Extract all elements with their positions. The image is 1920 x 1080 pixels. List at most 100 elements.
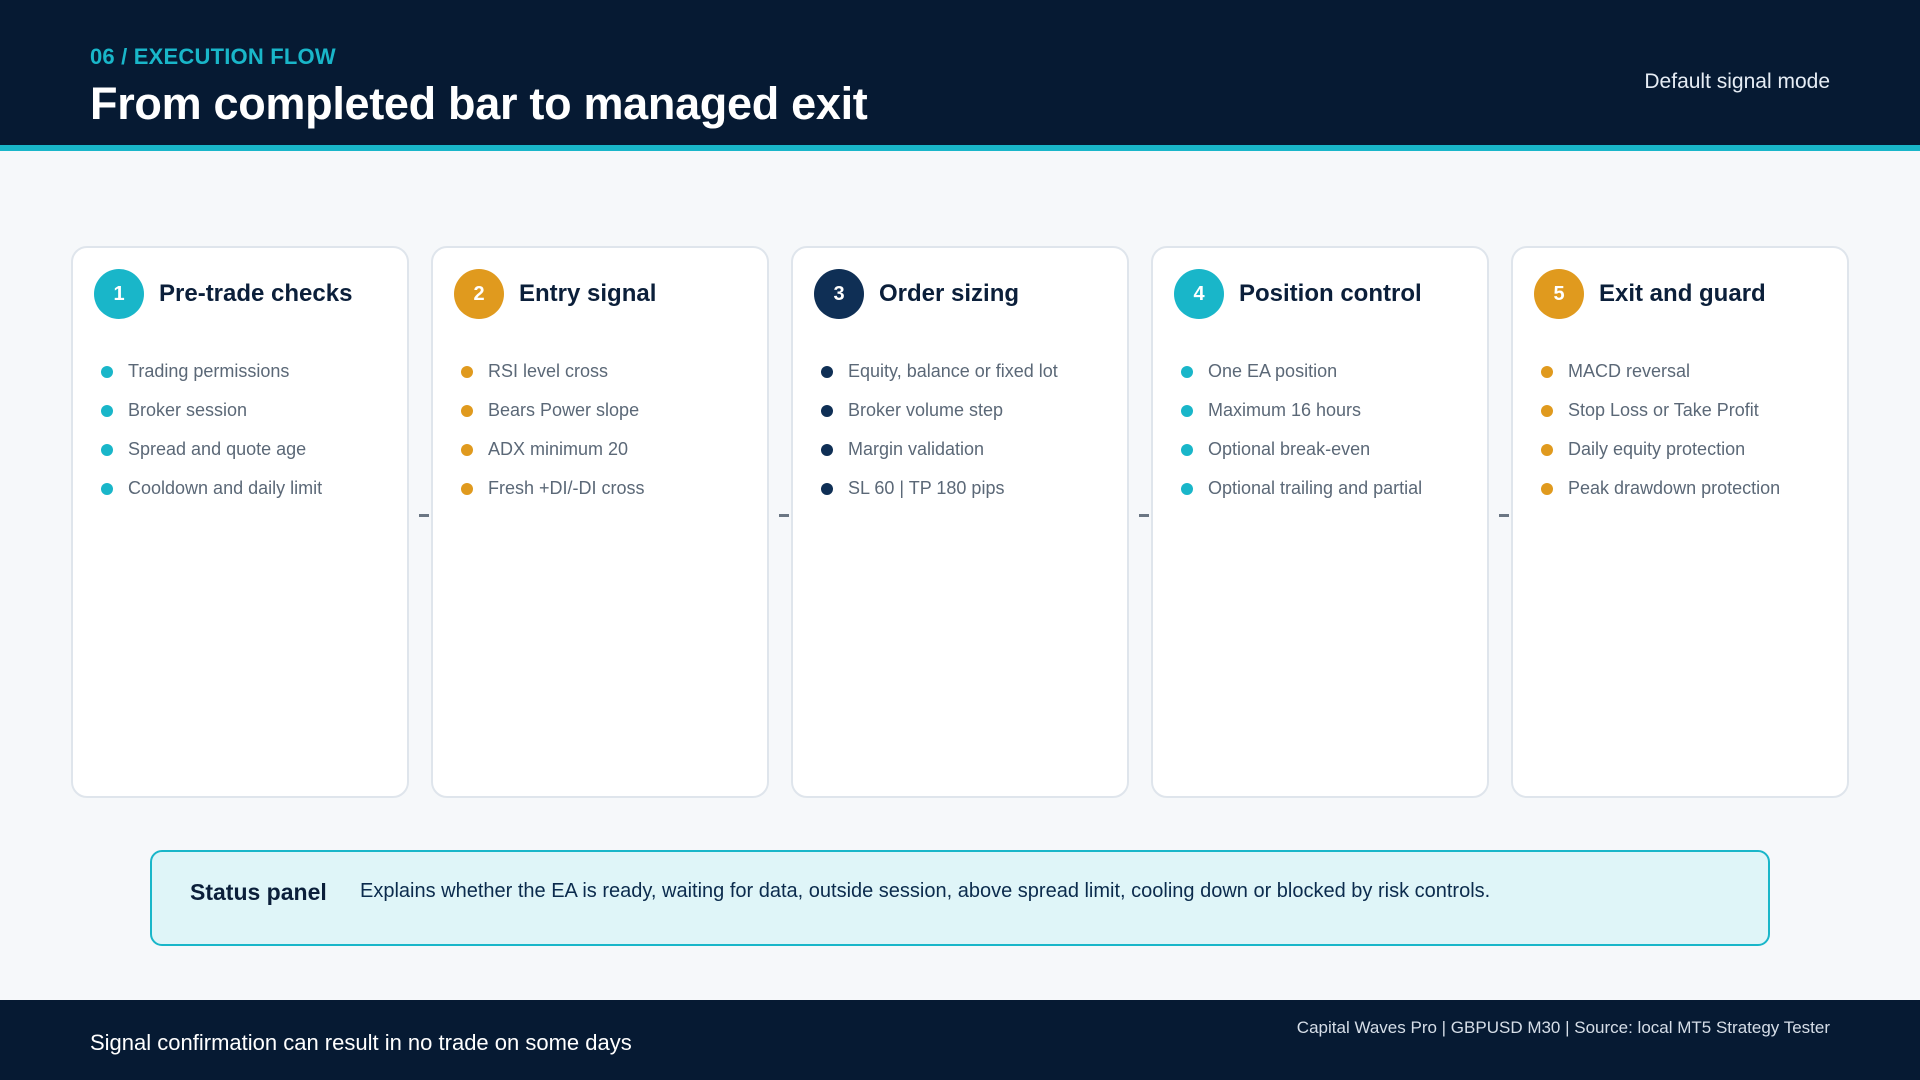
list-item: Fresh +DI/-DI cross [461,469,645,508]
list-item-label: Equity, balance or fixed lot [848,361,1058,381]
bullet-dot-icon [821,443,833,456]
step-card-header: 2 Entry signal [454,269,656,319]
bullet-dot-icon [1541,404,1553,417]
signal-mode-label: Default signal mode [1644,70,1830,93]
section-label: 06 / EXECUTION FLOW [90,44,336,69]
list-item: ADX minimum 20 [461,430,645,469]
flow-connector [1499,514,1509,517]
bullet-dot-icon [101,404,113,417]
bullet-dot-icon [1181,443,1193,456]
status-panel: Status panel Explains whether the EA is … [150,850,1770,946]
bullet-dot-icon [101,443,113,456]
bullet-dot-icon [1541,443,1553,456]
list-item-label: ADX minimum 20 [488,439,629,459]
step-card-header: 1 Pre-trade checks [94,269,352,319]
step-number-badge: 5 [1534,269,1584,319]
list-item: Stop Loss or Take Profit [1541,391,1780,430]
list-item-label: Trading permissions [128,361,290,381]
step-number-badge: 3 [814,269,864,319]
list-item: Broker session [101,391,322,430]
step-card-pre-trade-checks: 1 Pre-trade checks Trading permissions B… [71,246,409,798]
list-item: Spread and quote age [101,430,322,469]
list-item: Equity, balance or fixed lot [821,352,1058,391]
list-item-label: SL 60 | TP 180 pips [848,478,1005,498]
list-item: Daily equity protection [1541,430,1780,469]
bullet-dot-icon [461,365,473,378]
footer-bar: Signal confirmation can result in no tra… [0,1000,1920,1080]
list-item-label: Bears Power slope [488,400,640,420]
status-panel-title: Status panel [190,879,327,905]
step-card-header: 5 Exit and guard [1534,269,1766,319]
list-item: Bears Power slope [461,391,645,430]
step-card-position-control: 4 Position control One EA position Maxim… [1151,246,1489,798]
page-title: From completed bar to managed exit [90,78,868,129]
bullet-dot-icon [821,365,833,378]
list-item: MACD reversal [1541,352,1780,391]
list-item: Broker volume step [821,391,1058,430]
step-title: Position control [1239,280,1422,307]
step-title: Order sizing [879,280,1020,307]
step-title: Pre-trade checks [159,280,353,307]
step-card-order-sizing: 3 Order sizing Equity, balance or fixed … [791,246,1129,798]
list-item-label: Optional break-even [1208,439,1371,459]
list-item-label: Daily equity protection [1568,439,1746,459]
list-item-label: Optional trailing and partial [1208,478,1423,498]
bullet-dot-icon [1541,365,1553,378]
flow-connector [1139,514,1149,517]
header-bar: 06 / EXECUTION FLOW From completed bar t… [0,0,1920,145]
flow-connector [779,514,789,517]
flow-connector [419,514,429,517]
bullet-dot-icon [461,404,473,417]
step-item-list: MACD reversal Stop Loss or Take Profit D… [1541,352,1780,508]
list-item-label: Margin validation [848,439,985,459]
step-title: Entry signal [519,280,657,307]
footer-note: Signal confirmation can result in no tra… [90,1030,632,1055]
bullet-dot-icon [1181,482,1193,495]
list-item: Peak drawdown protection [1541,469,1780,508]
list-item-label: Broker volume step [848,400,1004,420]
list-item: RSI level cross [461,352,645,391]
list-item-label: RSI level cross [488,361,609,381]
step-title: Exit and guard [1599,280,1766,307]
bullet-dot-icon [101,365,113,378]
step-item-list: RSI level cross Bears Power slope ADX mi… [461,352,645,508]
bullet-dot-icon [821,404,833,417]
list-item-label: Maximum 16 hours [1208,400,1362,420]
list-item: Margin validation [821,430,1058,469]
step-item-list: One EA position Maximum 16 hours Optiona… [1181,352,1422,508]
step-item-list: Trading permissions Broker session Sprea… [101,352,322,508]
list-item-label: Peak drawdown protection [1568,478,1781,498]
list-item-label: Broker session [128,400,248,420]
header-accent-line [0,145,1920,151]
bullet-dot-icon [1181,365,1193,378]
bullet-dot-icon [461,482,473,495]
list-item: SL 60 | TP 180 pips [821,469,1058,508]
bullet-dot-icon [461,443,473,456]
bullet-dot-icon [1541,482,1553,495]
step-card-entry-signal: 2 Entry signal RSI level cross Bears Pow… [431,246,769,798]
list-item: Optional break-even [1181,430,1422,469]
list-item-label: One EA position [1208,361,1338,381]
list-item: Cooldown and daily limit [101,469,322,508]
list-item-label: Fresh +DI/-DI cross [488,478,645,498]
footer-source: Capital Waves Pro | GBPUSD M30 | Source:… [1296,1018,1830,1037]
list-item-label: Cooldown and daily limit [128,478,323,498]
bullet-dot-icon [1181,404,1193,417]
list-item: Trading permissions [101,352,322,391]
step-card-header: 4 Position control [1174,269,1422,319]
list-item: Optional trailing and partial [1181,469,1422,508]
list-item-label: MACD reversal [1568,361,1691,381]
step-card-header: 3 Order sizing [814,269,1019,319]
step-number-badge: 4 [1174,269,1224,319]
step-number-badge: 2 [454,269,504,319]
list-item-label: Spread and quote age [128,439,307,459]
status-panel-description: Explains whether the EA is ready, waitin… [360,880,1491,902]
step-card-exit-and-guard: 5 Exit and guard MACD reversal Stop Loss… [1511,246,1849,798]
bullet-dot-icon [821,482,833,495]
list-item-label: Stop Loss or Take Profit [1568,400,1759,420]
list-item: Maximum 16 hours [1181,391,1422,430]
step-number-badge: 1 [94,269,144,319]
bullet-dot-icon [101,482,113,495]
step-item-list: Equity, balance or fixed lot Broker volu… [821,352,1058,508]
list-item: One EA position [1181,352,1422,391]
